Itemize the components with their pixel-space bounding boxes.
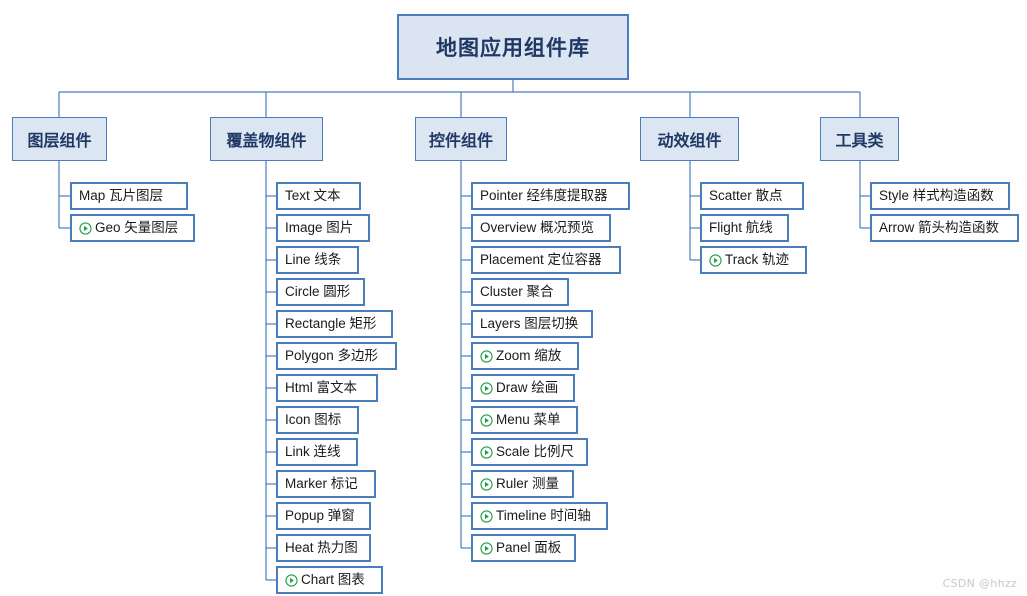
- leaf-node-label: Html 富文本: [285, 380, 357, 396]
- leaf-node[interactable]: Rectangle 矩形: [276, 310, 393, 338]
- play-icon: [480, 541, 493, 555]
- leaf-node-label: Timeline 时间轴: [496, 508, 591, 524]
- leaf-node[interactable]: Scale 比例尺: [471, 438, 588, 466]
- leaf-node[interactable]: Marker 标记: [276, 470, 376, 498]
- leaf-node-label: Arrow 箭头构造函数: [879, 220, 1000, 236]
- leaf-node-label: Map 瓦片图层: [79, 188, 164, 204]
- leaf-node-label: Chart 图表: [301, 572, 365, 588]
- leaf-node[interactable]: Draw 绘画: [471, 374, 575, 402]
- category-node-layer[interactable]: 图层组件: [12, 117, 107, 161]
- leaf-node-label: Link 连线: [285, 444, 341, 460]
- category-node-label: 图层组件: [27, 133, 92, 150]
- category-node-animation[interactable]: 动效组件: [640, 117, 739, 161]
- leaf-node[interactable]: Text 文本: [276, 182, 361, 210]
- leaf-node[interactable]: Icon 图标: [276, 406, 359, 434]
- leaf-node[interactable]: Circle 圆形: [276, 278, 365, 306]
- leaf-node-label: Flight 航线: [709, 220, 773, 236]
- leaf-node-label: Zoom 缩放: [496, 348, 562, 364]
- leaf-node-label: Ruler 测量: [496, 476, 560, 492]
- category-node-label: 控件组件: [428, 133, 493, 150]
- leaf-node-label: Marker 标记: [285, 476, 358, 492]
- leaf-node-label: Draw 绘画: [496, 380, 559, 396]
- root-node-label: 地图应用组件库: [436, 37, 590, 60]
- play-icon: [79, 221, 92, 235]
- leaf-node-label: Text 文本: [285, 188, 341, 204]
- leaf-node[interactable]: Html 富文本: [276, 374, 378, 402]
- leaf-node-label: Circle 圆形: [285, 284, 351, 300]
- play-icon: [480, 349, 493, 363]
- category-node-label: 覆盖物组件: [226, 133, 307, 150]
- leaf-node-label: Popup 弹窗: [285, 508, 355, 524]
- category-node-label: 工具类: [835, 133, 884, 150]
- play-icon: [480, 445, 493, 459]
- leaf-node-label: Menu 菜单: [496, 412, 561, 428]
- play-icon: [709, 253, 722, 267]
- category-node-overlay[interactable]: 覆盖物组件: [210, 117, 323, 161]
- play-icon: [480, 381, 493, 395]
- leaf-node-label: Style 样式构造函数: [879, 188, 994, 204]
- leaf-node[interactable]: Overview 概况预览: [471, 214, 611, 242]
- leaf-node[interactable]: Arrow 箭头构造函数: [870, 214, 1019, 242]
- play-icon: [480, 413, 493, 427]
- leaf-node-label: Heat 热力图: [285, 540, 358, 556]
- leaf-node[interactable]: Map 瓦片图层: [70, 182, 188, 210]
- leaf-node[interactable]: Chart 图表: [276, 566, 383, 594]
- leaf-node[interactable]: Track 轨迹: [700, 246, 807, 274]
- leaf-node[interactable]: Polygon 多边形: [276, 342, 397, 370]
- leaf-node[interactable]: Line 线条: [276, 246, 359, 274]
- category-node-control[interactable]: 控件组件: [415, 117, 507, 161]
- category-node-label: 动效组件: [657, 133, 722, 150]
- play-icon: [480, 509, 493, 523]
- leaf-node[interactable]: Heat 热力图: [276, 534, 371, 562]
- category-node-tools[interactable]: 工具类: [820, 117, 899, 161]
- leaf-node[interactable]: Timeline 时间轴: [471, 502, 608, 530]
- leaf-node-label: Polygon 多边形: [285, 348, 379, 364]
- leaf-node-label: Scatter 散点: [709, 188, 783, 204]
- leaf-node-label: Geo 矢量图层: [95, 220, 179, 236]
- leaf-node[interactable]: Placement 定位容器: [471, 246, 621, 274]
- leaf-node[interactable]: Zoom 缩放: [471, 342, 579, 370]
- leaf-node-label: Track 轨迹: [725, 252, 789, 268]
- leaf-node-label: Panel 面板: [496, 540, 562, 556]
- leaf-node-label: Image 图片: [285, 220, 354, 236]
- leaf-node[interactable]: Popup 弹窗: [276, 502, 371, 530]
- leaf-node-label: Rectangle 矩形: [285, 316, 377, 332]
- watermark: CSDN @hhzz: [942, 577, 1017, 590]
- leaf-node-label: Placement 定位容器: [480, 252, 602, 268]
- play-icon: [480, 477, 493, 491]
- leaf-node[interactable]: Image 图片: [276, 214, 370, 242]
- leaf-node[interactable]: Cluster 聚合: [471, 278, 569, 306]
- leaf-node[interactable]: Flight 航线: [700, 214, 789, 242]
- leaf-node[interactable]: Layers 图层切换: [471, 310, 593, 338]
- leaf-node-label: Overview 概况预览: [480, 220, 595, 236]
- leaf-node-label: Layers 图层切换: [480, 316, 579, 332]
- leaf-node-label: Icon 图标: [285, 412, 342, 428]
- leaf-node-label: Cluster 聚合: [480, 284, 554, 300]
- leaf-node[interactable]: Scatter 散点: [700, 182, 804, 210]
- leaf-node[interactable]: Ruler 测量: [471, 470, 574, 498]
- leaf-node-label: Pointer 经纬度提取器: [480, 188, 608, 204]
- leaf-node[interactable]: Panel 面板: [471, 534, 576, 562]
- leaf-node[interactable]: Geo 矢量图层: [70, 214, 195, 242]
- leaf-node[interactable]: Menu 菜单: [471, 406, 578, 434]
- leaf-node[interactable]: Pointer 经纬度提取器: [471, 182, 630, 210]
- leaf-node[interactable]: Style 样式构造函数: [870, 182, 1010, 210]
- leaf-node-label: Scale 比例尺: [496, 444, 575, 460]
- leaf-node-label: Line 线条: [285, 252, 342, 268]
- play-icon: [285, 573, 298, 587]
- root-node[interactable]: 地图应用组件库: [397, 14, 629, 80]
- leaf-node[interactable]: Link 连线: [276, 438, 358, 466]
